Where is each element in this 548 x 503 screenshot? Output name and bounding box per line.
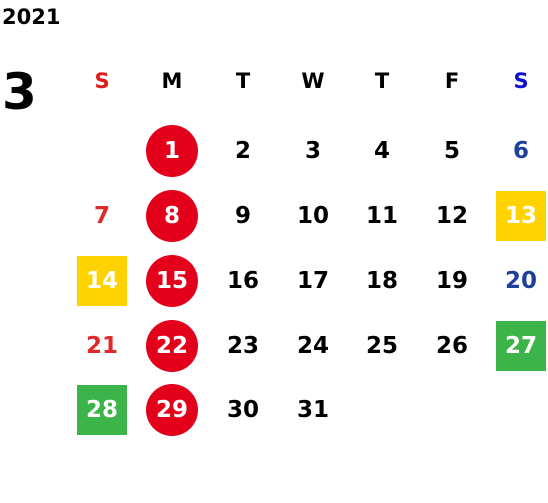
day-cell-holiday-circle: 8: [146, 190, 198, 242]
day-cell: 2: [234, 138, 251, 164]
day-cell: 9: [234, 203, 251, 229]
day-cell: 12: [435, 203, 468, 229]
day-cell-highlight-square: 13: [496, 191, 546, 241]
month-number: 3: [2, 63, 37, 121]
year-label: 2021: [2, 5, 61, 29]
day-cell-holiday-circle: 29: [146, 384, 198, 436]
day-cell-highlight-square: 28: [77, 385, 127, 435]
weekday-header: S: [513, 69, 529, 93]
day-cell-holiday-circle: 1: [146, 125, 198, 177]
weekday-header: W: [301, 69, 325, 93]
day-cell: 23: [226, 333, 259, 359]
weekday-header: S: [94, 69, 110, 93]
day-cell: 30: [226, 397, 259, 423]
day-cell: 25: [365, 333, 398, 359]
day-cell: 20: [504, 268, 537, 294]
day-cell: 7: [93, 203, 110, 229]
day-cell: 31: [296, 397, 329, 423]
day-cell: 16: [226, 268, 259, 294]
day-cell: 3: [304, 138, 321, 164]
day-cell: 19: [435, 268, 468, 294]
day-cell: 24: [296, 333, 329, 359]
weekday-header: M: [161, 69, 183, 93]
day-cell-holiday-circle: 22: [146, 320, 198, 372]
day-cell-highlight-square: 27: [496, 321, 546, 371]
day-cell: 26: [435, 333, 468, 359]
day-cell: 10: [296, 203, 329, 229]
weekday-header: T: [374, 69, 390, 93]
day-cell-holiday-circle: 15: [146, 255, 198, 307]
day-cell-highlight-square: 14: [77, 256, 127, 306]
day-cell: 5: [443, 138, 460, 164]
day-cell: 6: [512, 138, 529, 164]
day-cell: 4: [373, 138, 390, 164]
day-cell: 11: [365, 203, 398, 229]
weekday-header: T: [235, 69, 251, 93]
weekday-header: F: [444, 69, 460, 93]
day-cell: 21: [85, 333, 118, 359]
day-cell: 17: [296, 268, 329, 294]
day-cell: 18: [365, 268, 398, 294]
